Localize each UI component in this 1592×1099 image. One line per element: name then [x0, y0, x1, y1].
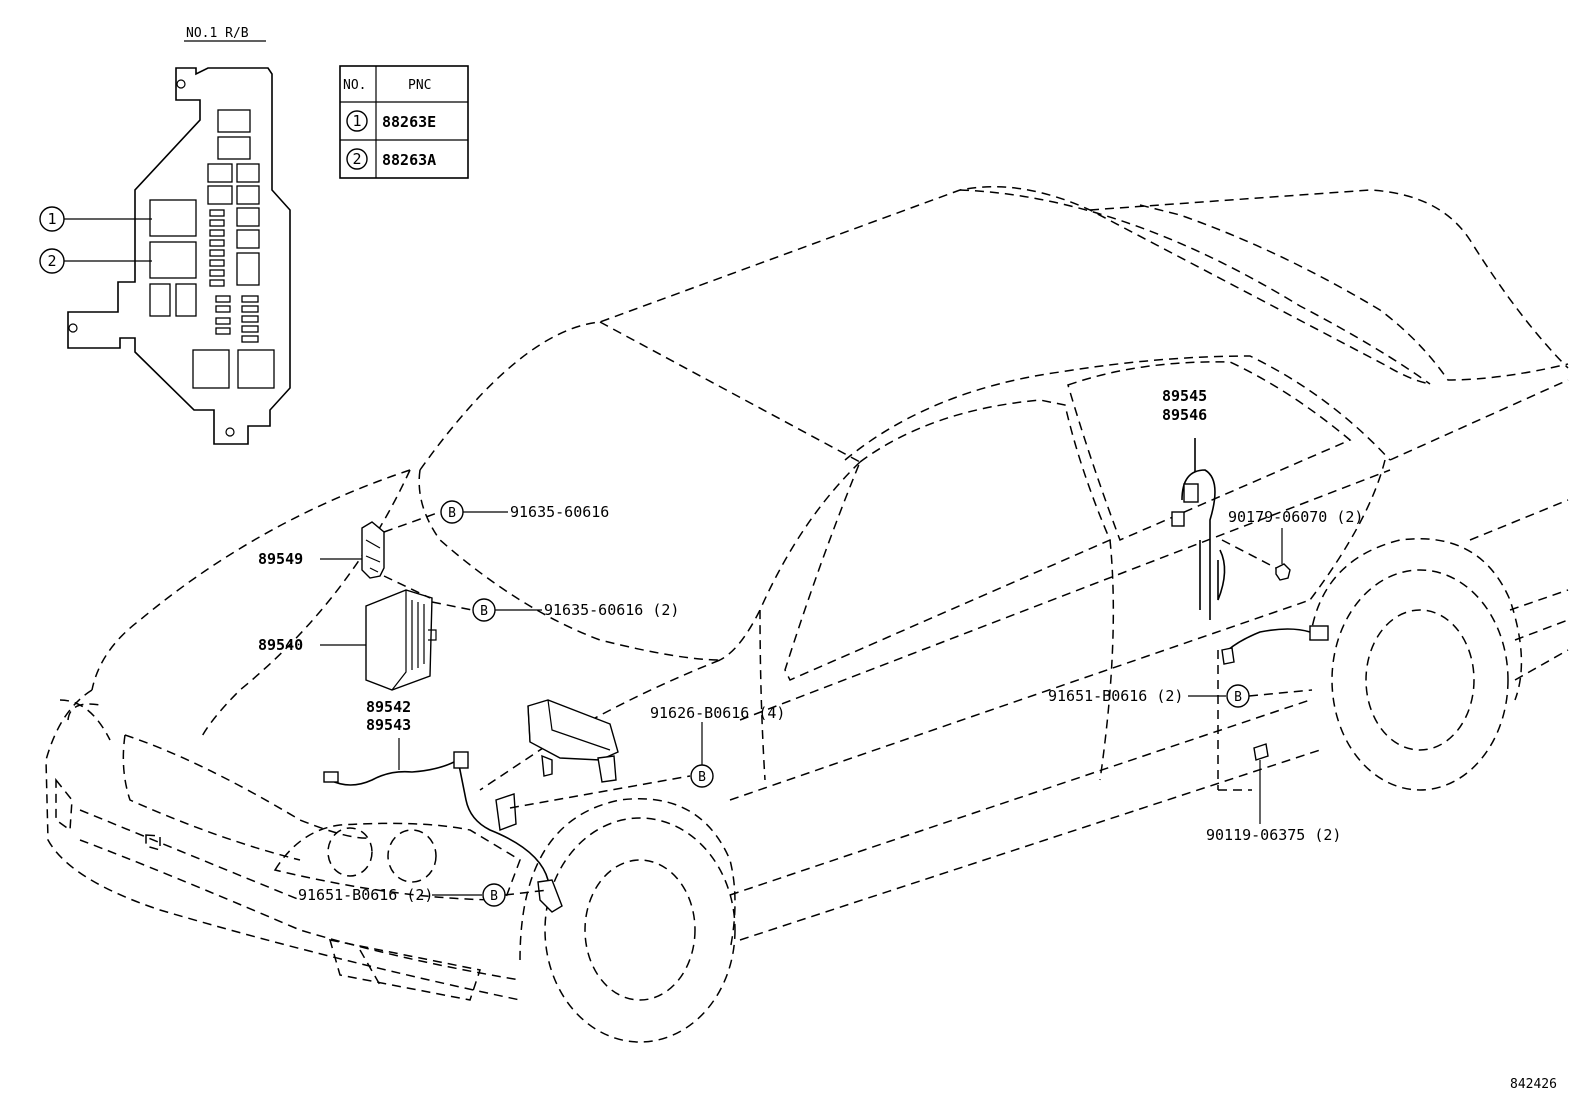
part-label-90179-06070: 90179-06070 (2) — [1228, 508, 1363, 526]
table-row-1-pnc: 88263E — [382, 113, 436, 131]
part-label-90119-06375: 90119-06375 (2) — [1206, 826, 1341, 844]
bracket-89549 — [320, 521, 385, 579]
svg-text:B: B — [448, 506, 456, 521]
part-label-91651-B0616-rear: 91651-B0616 (2) — [1048, 687, 1183, 705]
relay-block-title: NO.1 R/B — [186, 26, 249, 41]
pnc-table: NO. PNC 1 88263E 2 88263A — [339, 65, 469, 179]
svg-text:B: B — [698, 770, 706, 785]
part-label-91651-B0616-front: 91651-B0616 (2) — [298, 886, 433, 904]
abs-actuator — [527, 699, 619, 783]
bolt-callout-91626: B 91626-B0616 (4) — [509, 704, 785, 809]
table-header-no: NO. — [343, 78, 366, 93]
nut-90179: 90179-06070 (2) — [1221, 508, 1363, 581]
ecu-89540 — [320, 589, 437, 691]
svg-text:B: B — [1234, 690, 1242, 705]
table-header-pnc: PNC — [408, 78, 431, 93]
relay-callout-1: 1 — [39, 206, 152, 232]
part-label-89542: 89542 — [366, 698, 411, 716]
part-label-91635-60616-2: 91635-60616 (2) — [544, 601, 679, 619]
bolt-callout-91651-front: B 91651-B0616 (2) — [298, 883, 549, 907]
bolt-callout-91651-rear: B 91651-B0616 (2) — [1048, 650, 1313, 791]
svg-text:B: B — [480, 604, 488, 619]
part-label-91626-B0616: 91626-B0616 (4) — [650, 704, 785, 722]
bolt-90119: 90119-06375 (2) — [1206, 743, 1341, 844]
rear-sensor-harness — [1171, 438, 1329, 665]
part-label-89545: 89545 — [1162, 387, 1207, 405]
figure-id: 842426 — [1510, 1077, 1557, 1092]
part-label-89549: 89549 — [258, 550, 303, 568]
part-label-89540: 89540 — [258, 636, 303, 654]
bolt-callout-91635-b: B 91635-60616 (2) — [383, 575, 679, 622]
svg-text:2: 2 — [47, 252, 56, 270]
table-row-2-no: 2 — [352, 150, 361, 168]
relay-callout-2: 2 — [39, 248, 152, 274]
part-label-89546: 89546 — [1162, 406, 1207, 424]
svg-text:1: 1 — [47, 210, 56, 228]
table-row-1-no: 1 — [352, 112, 361, 130]
relay-block: NO.1 R/B — [67, 26, 291, 445]
table-row-2-pnc: 88263A — [382, 151, 436, 169]
bolt-callout-91635-a: B 91635-60616 — [383, 500, 609, 533]
car-outline — [45, 186, 1569, 1043]
svg-text:B: B — [490, 889, 498, 904]
part-label-89543: 89543 — [366, 716, 411, 734]
front-sensor-harness — [323, 738, 563, 913]
part-label-91635-60616: 91635-60616 — [510, 503, 609, 521]
